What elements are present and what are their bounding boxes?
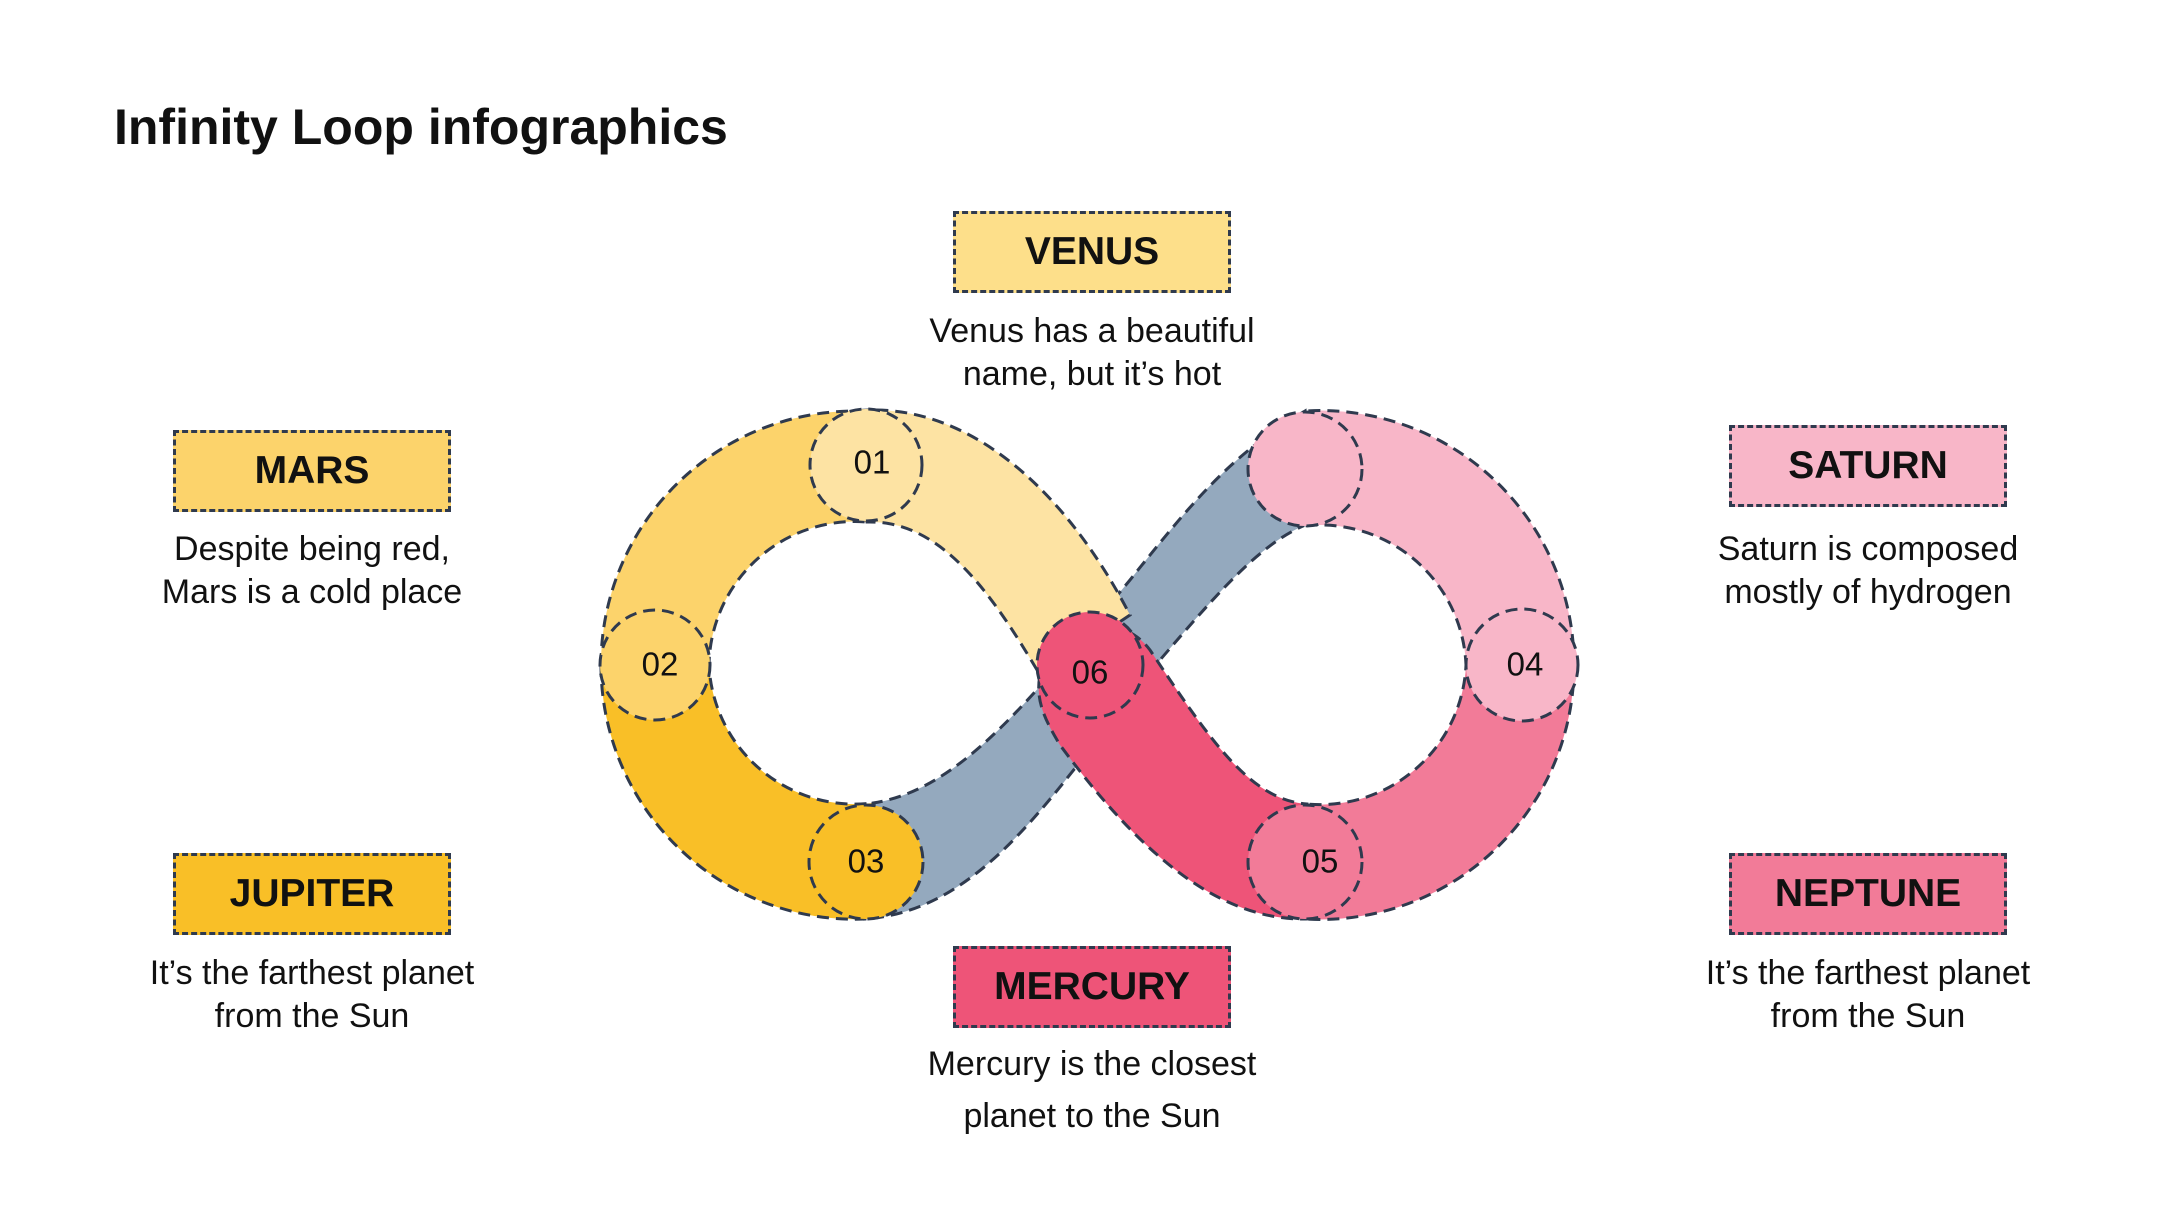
segment-02-mars-band [599, 409, 869, 667]
cap-03 [807, 803, 925, 921]
cap-02 [598, 608, 712, 722]
mars-desc-line-2: Mars is a cold place [161, 573, 463, 611]
jupiter-label: JUPITER [173, 853, 451, 935]
saturn-desc-line-2: mostly of hydrogen [1724, 573, 2012, 611]
segment-number-05: 05 [1302, 843, 1339, 880]
mercury-description: Mercury is the closest planet to the Sun [872, 1038, 1312, 1142]
cap-05 [1246, 803, 1364, 921]
mercury-desc-line-2: planet to the Sun [963, 1097, 1221, 1135]
venus-description: Venus has a beautiful name, but it’s hot [872, 310, 1312, 396]
mercury-label: MERCURY [953, 946, 1231, 1028]
jupiter-desc-line-1: It’s the farthest planet [149, 954, 475, 992]
cap-saturn-top [1246, 410, 1364, 528]
venus-desc-line-2: name, but it’s hot [962, 355, 1222, 393]
segment-01-venus-band [853, 408, 1132, 678]
segment-number-06: 06 [1072, 654, 1109, 691]
segment-number-03: 03 [848, 843, 885, 880]
mars-description: Despite being red, Mars is a cold place [92, 528, 532, 614]
cap-01 [808, 407, 924, 523]
page-title: Infinity Loop infographics [114, 99, 728, 155]
mars-label: MARS [173, 430, 451, 512]
saturn-desc-line-1: Saturn is composed [1717, 530, 2019, 568]
jupiter-desc-line-2: from the Sun [214, 997, 410, 1035]
mercury-desc-line-1: Mercury is the closest [927, 1045, 1257, 1083]
mars-desc-line-1: Despite being red, [174, 530, 450, 568]
segment-number-02: 02 [642, 646, 679, 683]
segment-05-neptune-band [1303, 663, 1576, 921]
neptune-desc-line-1: It’s the farthest planet [1705, 954, 2031, 992]
neptune-label: NEPTUNE [1729, 853, 2007, 935]
jupiter-description: It’s the farthest planet from the Sun [92, 952, 532, 1038]
neptune-description: It’s the farthest planet from the Sun [1648, 952, 2088, 1038]
segment-04-saturn-band [1301, 409, 1576, 667]
venus-label: VENUS [953, 211, 1231, 293]
segment-number-04: 04 [1507, 646, 1544, 683]
segment-number-01: 01 [854, 444, 891, 481]
neptune-desc-line-2: from the Sun [1770, 997, 1966, 1035]
cap-04 [1464, 607, 1580, 723]
saturn-description: Saturn is composed mostly of hydrogen [1648, 528, 2088, 614]
cap-06 [1035, 610, 1145, 720]
saturn-label: SATURN [1729, 425, 2007, 507]
venus-desc-line-1: Venus has a beautiful [929, 312, 1255, 350]
segment-03-jupiter-band [599, 663, 875, 921]
